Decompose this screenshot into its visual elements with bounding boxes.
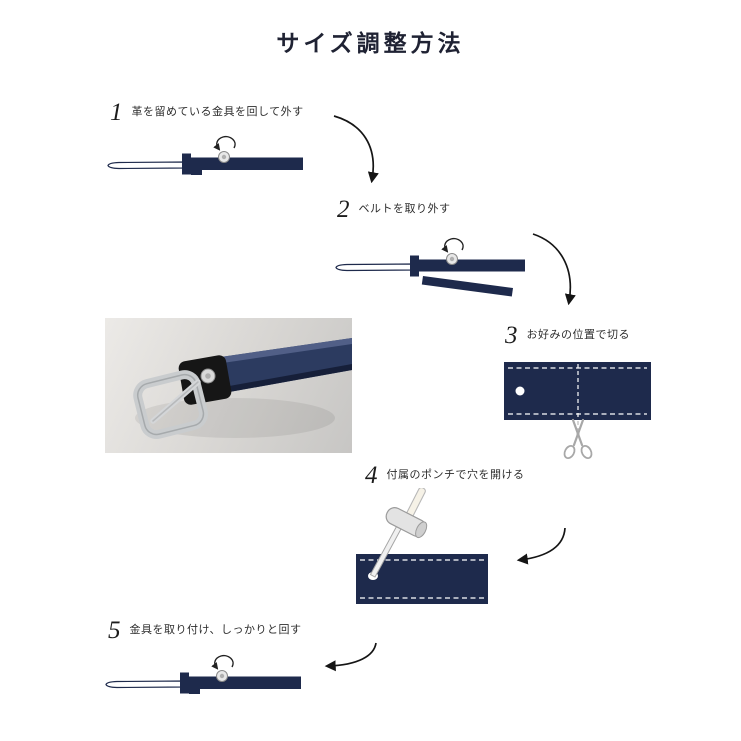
belt-tail bbox=[335, 263, 414, 272]
flow-arrow-1-2 bbox=[333, 115, 379, 184]
belt-buckle-part bbox=[419, 259, 525, 272]
step-3-number: 3 bbox=[505, 322, 518, 349]
mallet-icon bbox=[385, 488, 428, 539]
belt-tail bbox=[105, 680, 184, 689]
step-5-number: 5 bbox=[108, 617, 121, 644]
belt-strap bbox=[191, 157, 303, 170]
belt-tail bbox=[107, 161, 186, 170]
belt-strap-detached bbox=[421, 276, 513, 297]
belt-strap bbox=[189, 676, 301, 689]
flow-arrow-2-3 bbox=[532, 233, 576, 306]
step-1-label: 革を留めている金具を回して外す bbox=[131, 106, 304, 118]
step-2-header: 2 ベルトを取り外す bbox=[337, 197, 451, 222]
belt-illustration-step-2 bbox=[335, 237, 525, 297]
step-3-header: 3 お好みの位置で切る bbox=[505, 323, 630, 348]
step-4-number: 4 bbox=[365, 462, 378, 489]
step-1-header: 1 革を留めている金具を回して外す bbox=[110, 100, 304, 125]
step-1-number: 1 bbox=[110, 99, 123, 126]
belt-tab bbox=[189, 689, 200, 694]
belt-photo bbox=[105, 318, 352, 453]
step-4-label: 付属のポンチで穴を開ける bbox=[386, 469, 525, 481]
photo-buckle-frame bbox=[133, 370, 208, 439]
rotate-arrow-icon bbox=[213, 135, 236, 151]
step-4-header: 4 付属のポンチで穴を開ける bbox=[365, 463, 525, 488]
cut-illustration-step-3 bbox=[504, 362, 651, 460]
flow-arrow-4-5 bbox=[324, 642, 377, 672]
belt-illustration-step-5 bbox=[105, 654, 301, 694]
belt-illustration-step-1 bbox=[107, 135, 303, 175]
page-title: サイズ調整方法 bbox=[276, 31, 465, 56]
belt-keeper bbox=[410, 255, 419, 277]
belt-photo-image bbox=[133, 338, 352, 439]
step-5-label: 金具を取り付け、しっかりと回す bbox=[129, 624, 302, 636]
belt-tab bbox=[191, 170, 202, 175]
rotate-arrow-icon bbox=[211, 654, 234, 670]
rotate-arrow-icon bbox=[441, 237, 464, 253]
belt-screw-center bbox=[221, 154, 227, 160]
step-2-number: 2 bbox=[337, 196, 350, 223]
photo-belt-strap bbox=[200, 338, 352, 396]
punch-illustration-step-4 bbox=[356, 488, 488, 604]
belt-screw-center bbox=[449, 256, 455, 262]
flow-arrow-3-4 bbox=[516, 527, 566, 565]
step-2-label: ベルトを取り外す bbox=[358, 203, 451, 215]
scissors-icon bbox=[563, 418, 593, 460]
step-3-label: お好みの位置で切る bbox=[526, 329, 630, 341]
belt-screw-center bbox=[219, 673, 225, 679]
belt-keeper bbox=[182, 153, 191, 175]
belt-strap-piece bbox=[504, 362, 651, 420]
punch-hole bbox=[515, 386, 525, 396]
step-5-header: 5 金具を取り付け、しっかりと回す bbox=[108, 618, 301, 643]
belt-keeper bbox=[180, 672, 189, 694]
